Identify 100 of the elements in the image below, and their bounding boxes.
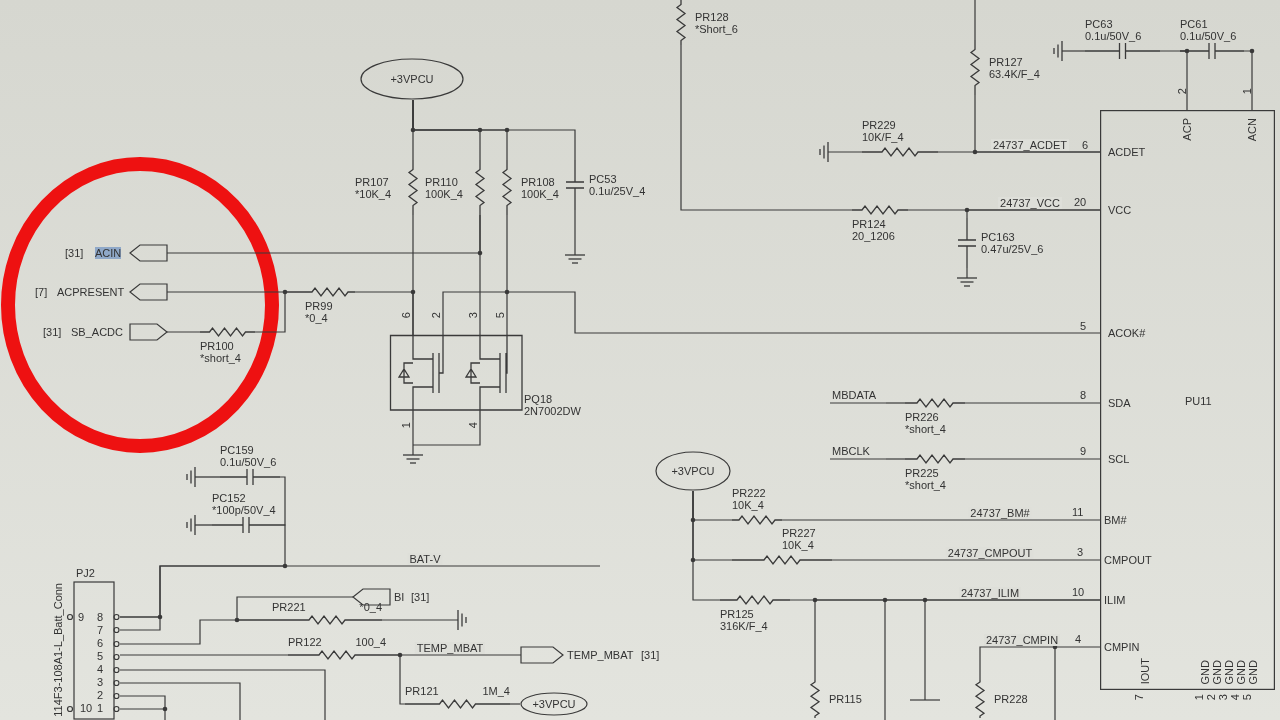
power-rail-name: +3VPCU (670, 465, 716, 477)
net-name: BAT-V (407, 553, 443, 565)
component-value: *Short_6 (695, 22, 738, 35)
wire (236, 596, 354, 621)
pin-name: ACDET (1108, 146, 1146, 158)
pin-number: 9 (1080, 445, 1087, 457)
wire (885, 458, 906, 460)
component-value: 63.4K/F_4 (989, 67, 1040, 80)
pin-number: 10 (80, 702, 93, 714)
reference-designator: PC53 (589, 173, 617, 185)
reference-designator: PR221 (272, 601, 306, 613)
wire (119, 565, 601, 618)
net-name: BI (394, 591, 405, 603)
component-value: 10K/F_4 (862, 131, 904, 143)
pin-number: [31] (43, 326, 62, 338)
page-reference: [31] (65, 247, 84, 259)
reference-designator: PC163 (981, 231, 1015, 243)
component-value: 10K_4 (732, 499, 764, 511)
net-name: TEMP_MBAT (567, 649, 634, 661)
reference-designator: PC159 (220, 444, 254, 456)
wire (279, 476, 286, 526)
net-name: 24737_BM# (968, 507, 1032, 519)
pin-name: CMPOUT (1104, 554, 1152, 566)
component-value: *0_4 (359, 601, 382, 613)
part-number: 114F3-108A1-L_Batt_Conn (52, 583, 64, 717)
net-name: TEMP_MBAT (414, 642, 486, 654)
wire (442, 291, 1101, 336)
wire (885, 402, 906, 404)
net-name: 24737_ACDET (991, 139, 1069, 151)
pin-number: [7] (35, 286, 48, 298)
pin-number: 5 (494, 312, 506, 319)
pin-number: 2 (1176, 88, 1188, 95)
component-value: *short_4 (905, 423, 946, 435)
wire (166, 331, 201, 333)
pin-number: 1 (1241, 88, 1253, 95)
reference-designator: PR124 (852, 218, 886, 230)
reference-designator: PR226 (905, 411, 939, 423)
reference-designator: PR107 (355, 175, 389, 188)
reference-designator: PR128 (695, 10, 729, 23)
pin-number: 7 (97, 624, 104, 636)
net-name: ACIN (95, 247, 122, 259)
component-value: *0_4 (305, 312, 328, 324)
pin-number: 4 (97, 663, 104, 675)
component-value: *short_4 (905, 479, 946, 491)
pin-name: IOUT (1139, 658, 1151, 685)
wire (692, 490, 721, 601)
component-value: 316K/F_4 (720, 620, 768, 632)
pin-number: 3 (1077, 546, 1084, 558)
wire (1159, 50, 1188, 111)
pin-name: GND (1247, 660, 1259, 685)
page-reference: [31] (411, 591, 430, 603)
component-value: 0.1u/50V_6 (1085, 30, 1142, 42)
wire (964, 458, 1101, 460)
pin-number: [31] (641, 649, 660, 661)
pin-number: 5 (97, 650, 104, 662)
reference-designator: PU11 (1185, 395, 1212, 407)
wire (680, 44, 853, 211)
net-name: SB_ACDC (71, 326, 123, 338)
pin-name: VCC (1108, 204, 1132, 216)
wire (814, 599, 1101, 681)
reference-designator: PR229 (862, 119, 896, 131)
reference-designator: PR100 (200, 340, 234, 352)
pin-number: 2 (430, 312, 442, 319)
pin-number: 2 (97, 689, 104, 701)
reference-designator: PJ2 (76, 567, 95, 579)
pin-name: GND (1211, 660, 1223, 685)
pin-name: CMPIN (1104, 641, 1140, 653)
wire (119, 654, 289, 656)
reference-designator: PR228 (994, 693, 1028, 705)
reference-designator: PR227 (782, 527, 816, 539)
reference-designator: PR115 (829, 693, 862, 705)
wire (254, 291, 306, 333)
pin-name: ILIM (1104, 594, 1126, 606)
wire (412, 214, 414, 336)
net-name: ACPRESENT (57, 286, 125, 298)
wire (385, 654, 406, 705)
component-value: 100K_4 (521, 187, 559, 200)
reference-designator: PQ18 (524, 393, 553, 405)
pin-name: SCL (1108, 453, 1130, 465)
reference-designator: PR222 (732, 487, 766, 499)
component-value: 0.47u/25V_6 (981, 243, 1044, 255)
net-name: MBCLK (832, 445, 870, 457)
wire (509, 703, 521, 705)
pin-number: 3 (467, 312, 479, 319)
net-name: 24737_CMPOUT (945, 547, 1035, 559)
pin-name: BM# (1104, 514, 1127, 526)
wire (506, 214, 508, 336)
wire (1243, 50, 1253, 111)
wire (979, 646, 1101, 681)
reference-designator: PC61 (1180, 18, 1208, 30)
pin-number: 1 (97, 702, 104, 714)
component-value: 100_4 (355, 636, 386, 648)
component-value: 0.1u/50V_6 (220, 456, 277, 468)
reference-designator: PR127 (989, 55, 1023, 68)
pin-number: 4 (1075, 633, 1082, 645)
pin-number: 6 (400, 312, 412, 319)
pin-name: ACN (1246, 118, 1258, 142)
pin-number: 3 (97, 676, 104, 688)
pin-number: 5 (1080, 320, 1087, 332)
component-value: *10K_4 (355, 187, 392, 200)
